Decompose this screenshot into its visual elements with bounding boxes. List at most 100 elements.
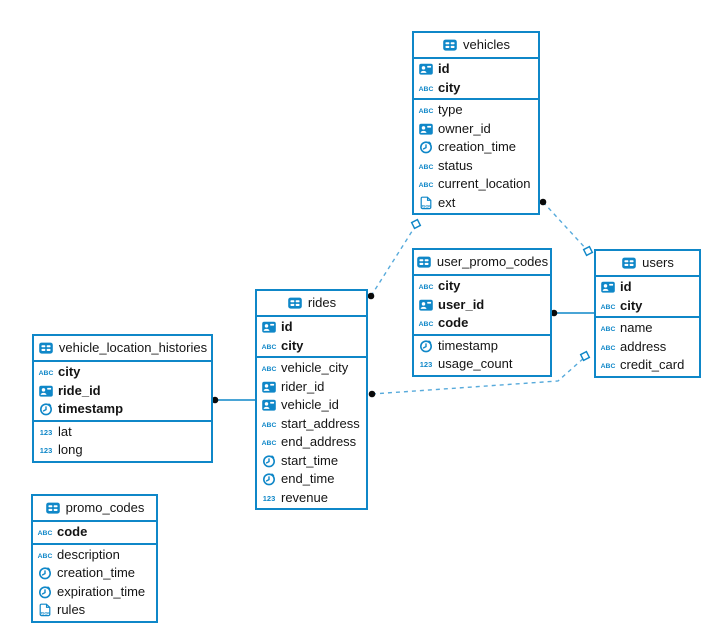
relation-endpoint-dot [211,396,219,404]
json-column-icon: JSON [37,602,53,618]
entity-header[interactable]: vehicle_location_histories [34,336,211,362]
relation-user_promo_codes-users[interactable] [550,309,595,317]
column-row-creation_time[interactable]: creation_time [33,564,156,583]
column-row-rider_id[interactable]: rider_id [257,378,366,397]
column-name: revenue [281,489,328,505]
column-row-end_time[interactable]: end_time [257,470,366,489]
entity-header[interactable]: rides [257,291,366,317]
column-row-owner_id[interactable]: owner_id [414,120,538,139]
column-name: ext [438,194,456,210]
svg-text:ABC: ABC [419,182,434,189]
relation-rides-vehicles[interactable] [367,218,422,300]
entity-header[interactable]: vehicles [414,33,538,59]
entity-header[interactable]: users [596,251,699,277]
id-column-icon [261,397,277,413]
column-name: timestamp [58,401,124,417]
svg-text:ABC: ABC [262,422,277,429]
column-name: creation_time [57,565,136,581]
svg-text:ABC: ABC [262,440,277,447]
entity-header[interactable]: promo_codes [33,496,156,522]
column-row-ride_id[interactable]: ride_id [34,382,211,401]
svg-text:ABC: ABC [39,370,54,377]
column-row-timestamp[interactable]: timestamp [414,337,550,356]
column-name: name [620,320,653,336]
column-row-end_address[interactable]: ABC end_address [257,433,366,452]
table-icon [416,254,432,270]
relation-endpoint-dot [550,309,558,317]
column-row-timestamp[interactable]: timestamp [34,400,211,419]
number-column-icon: 123 [38,442,54,458]
number-column-icon: 123 [38,424,54,440]
svg-text:ABC: ABC [38,553,53,560]
relation-vehicles-users[interactable] [539,198,594,257]
entity-title: users [642,255,674,270]
column-row-id[interactable]: id [596,278,699,297]
relation-rides-users[interactable] [368,350,591,398]
column-row-vehicle_id[interactable]: vehicle_id [257,396,366,415]
relation-endpoint-diamond [410,218,422,230]
column-name: lat [58,423,72,439]
svg-text:ABC: ABC [38,530,53,537]
svg-text:ABC: ABC [419,164,434,171]
column-row-lat[interactable]: 123 lat [34,423,211,442]
column-name: credit_card [620,357,685,373]
column-name: start_time [281,452,339,468]
column-row-start_time[interactable]: start_time [257,452,366,471]
column-row-status[interactable]: ABC status [414,157,538,176]
column-name: end_address [281,434,357,450]
relation-vehicle_location_histories-rides[interactable] [211,396,256,404]
column-row-user_id[interactable]: user_id [414,296,550,315]
column-row-id[interactable]: id [257,318,366,337]
column-row-creation_time[interactable]: creation_time [414,138,538,157]
text-column-icon: ABC [261,360,277,376]
relation-endpoint-dot [367,292,375,300]
column-name: type [438,102,463,118]
entity-title: vehicle_location_histories [58,340,208,355]
svg-text:JSON: JSON [40,612,51,616]
text-column-icon: ABC [418,315,434,331]
column-row-id[interactable]: id [414,60,538,79]
column-name: end_time [281,471,335,487]
entity-title: user_promo_codes [436,254,549,269]
id-column-icon [418,121,434,137]
column-name: status [438,157,473,173]
datetime-column-icon [418,338,434,354]
table-icon [38,340,54,356]
entity-header[interactable]: user_promo_codes [414,250,550,276]
text-column-icon: ABC [600,357,616,373]
text-column-icon: ABC [261,416,277,432]
svg-text:ABC: ABC [419,321,434,328]
column-row-expiration_time[interactable]: expiration_time [33,583,156,602]
column-name: city [438,278,461,294]
